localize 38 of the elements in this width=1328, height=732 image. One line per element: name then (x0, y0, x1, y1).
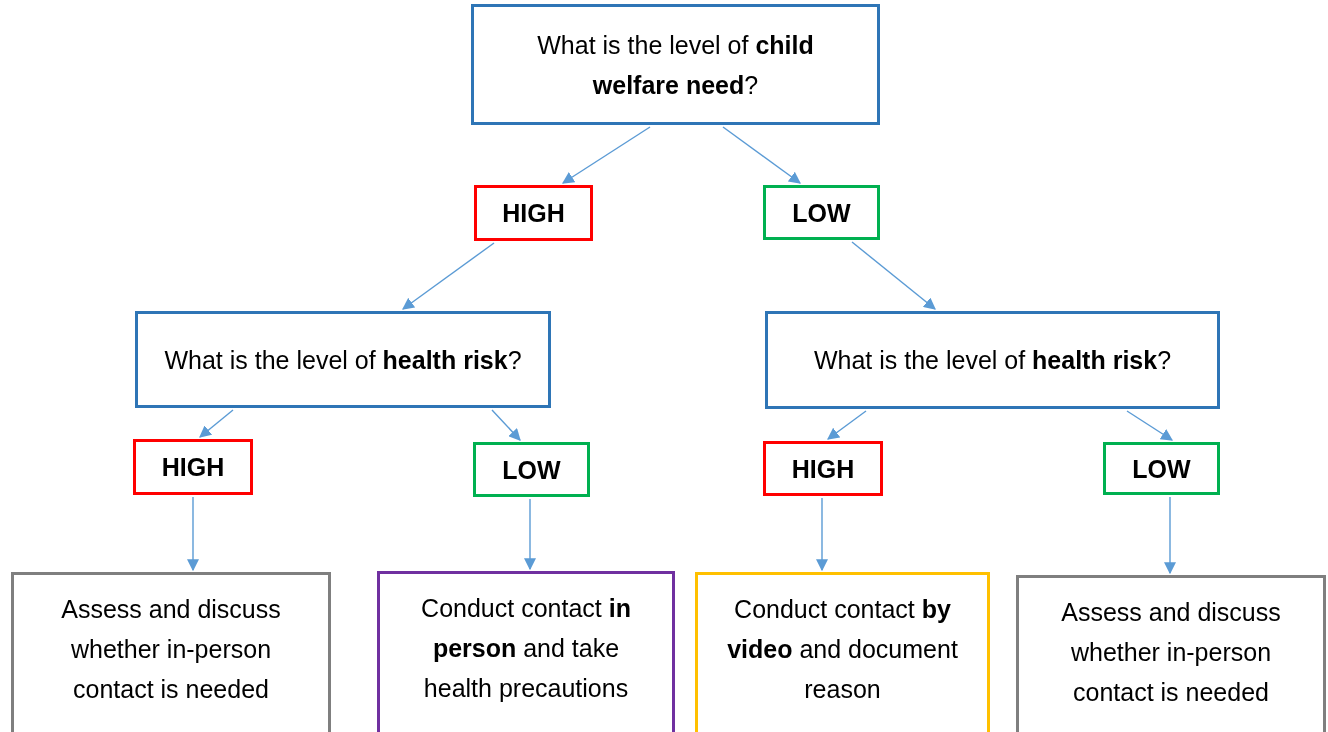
node-text: Conduct contact in person and take health precautions (420, 593, 632, 704)
action-box (377, 571, 675, 732)
node-text: What is the level of child welfare need? (536, 29, 815, 101)
answer-box (473, 442, 590, 497)
answer-label: HIGH (161, 452, 225, 483)
answer-label: LOW (1132, 453, 1191, 485)
node-text: What is the level of health risk? (164, 344, 522, 376)
arrow (1164, 496, 1176, 575)
answer-box (133, 439, 253, 495)
answer-box (763, 441, 883, 496)
node-text: Assess and discuss whether in-person contact is needed (60, 594, 282, 705)
arrow (851, 241, 936, 310)
action-box (1016, 575, 1326, 732)
arrow (524, 498, 536, 571)
answer-box (763, 185, 880, 240)
arrow (816, 497, 828, 572)
question-box (135, 311, 551, 408)
question-box (765, 311, 1220, 409)
answer-label: LOW (502, 454, 561, 486)
answer-box (1103, 442, 1220, 495)
question-box (471, 4, 880, 125)
action-box (695, 572, 990, 732)
node-text: Assess and discuss whether in-person contact is needed (1060, 597, 1282, 708)
arrow (562, 126, 651, 184)
node-text: Conduct contact by video and document reason (726, 594, 959, 705)
answer-label: HIGH (502, 198, 565, 229)
arrow (199, 409, 234, 438)
node-text: What is the level of health risk? (813, 345, 1172, 376)
answer-label: LOW (792, 197, 851, 229)
arrow (491, 409, 521, 441)
answer-label: HIGH (791, 453, 855, 485)
arrow (722, 126, 801, 184)
action-box (11, 572, 331, 732)
arrow (187, 496, 199, 572)
arrow (1126, 410, 1173, 441)
answer-box (474, 185, 593, 241)
arrow (827, 410, 867, 440)
arrow (402, 242, 495, 310)
